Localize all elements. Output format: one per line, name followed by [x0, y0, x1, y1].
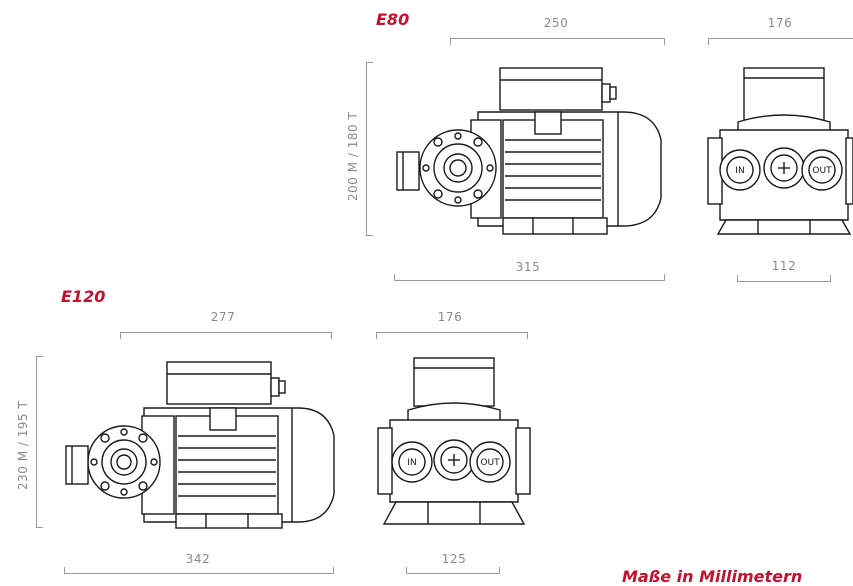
- e120-front-width-label: 125: [441, 552, 467, 566]
- e120-height-bracket: [36, 356, 43, 528]
- e80-title: E80: [376, 10, 410, 29]
- e120-depth-bracket: [376, 332, 528, 339]
- e120-in-port-label: IN: [407, 458, 416, 468]
- e120-top-width-label: 277: [210, 310, 236, 324]
- e120-bottom-width-bracket: [64, 567, 334, 574]
- e80-depth-bracket: [708, 38, 853, 45]
- e80-depth-label: 176: [767, 16, 793, 30]
- e80-bottom-width-label: 315: [515, 260, 541, 274]
- e80-top-width-bracket: [450, 38, 665, 45]
- e80-height-label: 200 M / 180 T: [346, 111, 360, 201]
- e80-side-view-drawing: [396, 67, 662, 235]
- e80-front-width-bracket: [737, 275, 831, 282]
- e120-depth-label: 176: [437, 310, 463, 324]
- e120-title: E120: [61, 287, 106, 306]
- e80-bottom-width-bracket: [394, 274, 665, 281]
- units-note: Maße in Millimetern: [622, 567, 803, 586]
- e120-out-port-label: OUT: [480, 458, 500, 468]
- e120-height-label: 230 M / 195 T: [16, 400, 30, 490]
- e80-height-bracket: [366, 62, 373, 236]
- e120-top-width-bracket: [120, 332, 332, 339]
- e120-front-view-drawing: IN OUT: [377, 357, 531, 525]
- e80-in-port-label: IN: [735, 166, 744, 176]
- e80-front-view-drawing: IN OUT: [707, 67, 853, 235]
- e120-bottom-width-label: 342: [185, 552, 211, 566]
- e120-side-view-drawing: [65, 361, 335, 529]
- e80-out-port-label: OUT: [812, 166, 832, 176]
- e80-front-width-label: 112: [771, 259, 797, 273]
- e80-top-width-label: 250: [543, 16, 569, 30]
- e120-front-width-bracket: [406, 567, 500, 574]
